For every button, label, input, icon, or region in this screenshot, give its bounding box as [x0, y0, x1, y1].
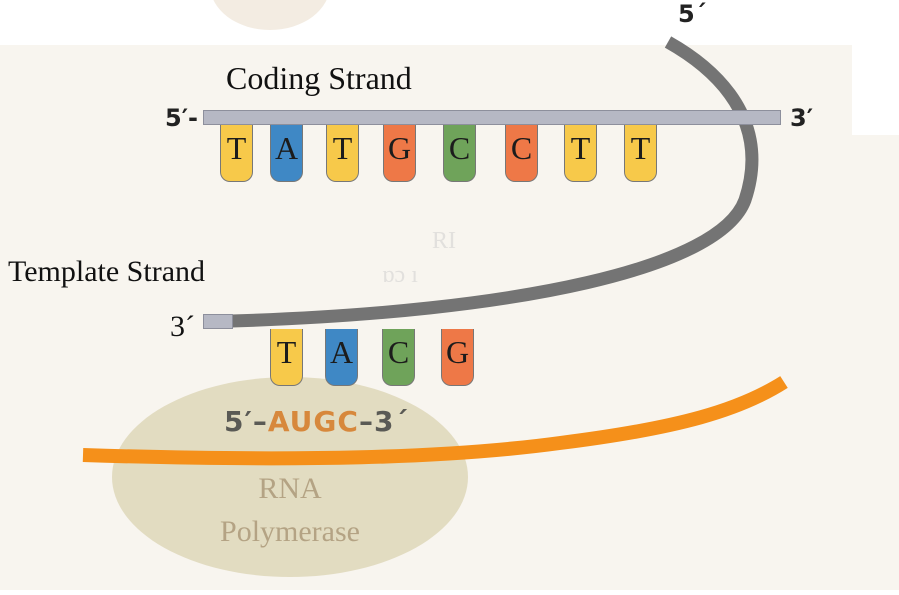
coding-base: T: [220, 125, 253, 182]
coding-base: A: [270, 125, 303, 182]
coding-5-prime-label: 5′-: [165, 104, 198, 132]
ghost-mark: ɒɔ ı: [382, 262, 418, 288]
coding-base: T: [624, 125, 657, 182]
template-strand-backbone: [203, 314, 233, 329]
coding-base: C: [505, 125, 538, 182]
rna-prefix: 5′–: [224, 405, 268, 438]
rna-strand: [82, 376, 788, 466]
polymerase-label-line2: Polymerase: [220, 515, 360, 548]
template-5-prime-label: 5´: [678, 0, 707, 28]
coding-base: G: [383, 125, 416, 182]
rna-suffix: –3´: [358, 405, 410, 438]
ghost-mark: RI: [432, 228, 456, 254]
rna-polymerase-shape: [112, 377, 468, 577]
template-base: T: [270, 329, 303, 386]
rna-sequence: AUGC: [267, 405, 359, 438]
template-strand-curve: [231, 36, 759, 328]
rna-sequence-label: 5′–AUGC–3´: [224, 405, 409, 438]
background-panel-right: [852, 135, 899, 590]
coding-strand-label: Coding Strand: [226, 60, 412, 96]
coding-base: T: [564, 125, 597, 182]
coding-strand-backbone: [203, 110, 781, 125]
template-3-prime-label: 3´: [170, 310, 195, 343]
template-base: C: [382, 329, 415, 386]
coding-base: T: [326, 125, 359, 182]
coding-3-prime-label: 3′: [790, 104, 814, 132]
template-base: A: [325, 329, 358, 386]
polymerase-label-line1: RNA: [258, 472, 322, 505]
template-base: G: [441, 329, 474, 386]
coding-base: C: [443, 125, 476, 182]
template-strand-label: Template Strand: [8, 255, 206, 288]
